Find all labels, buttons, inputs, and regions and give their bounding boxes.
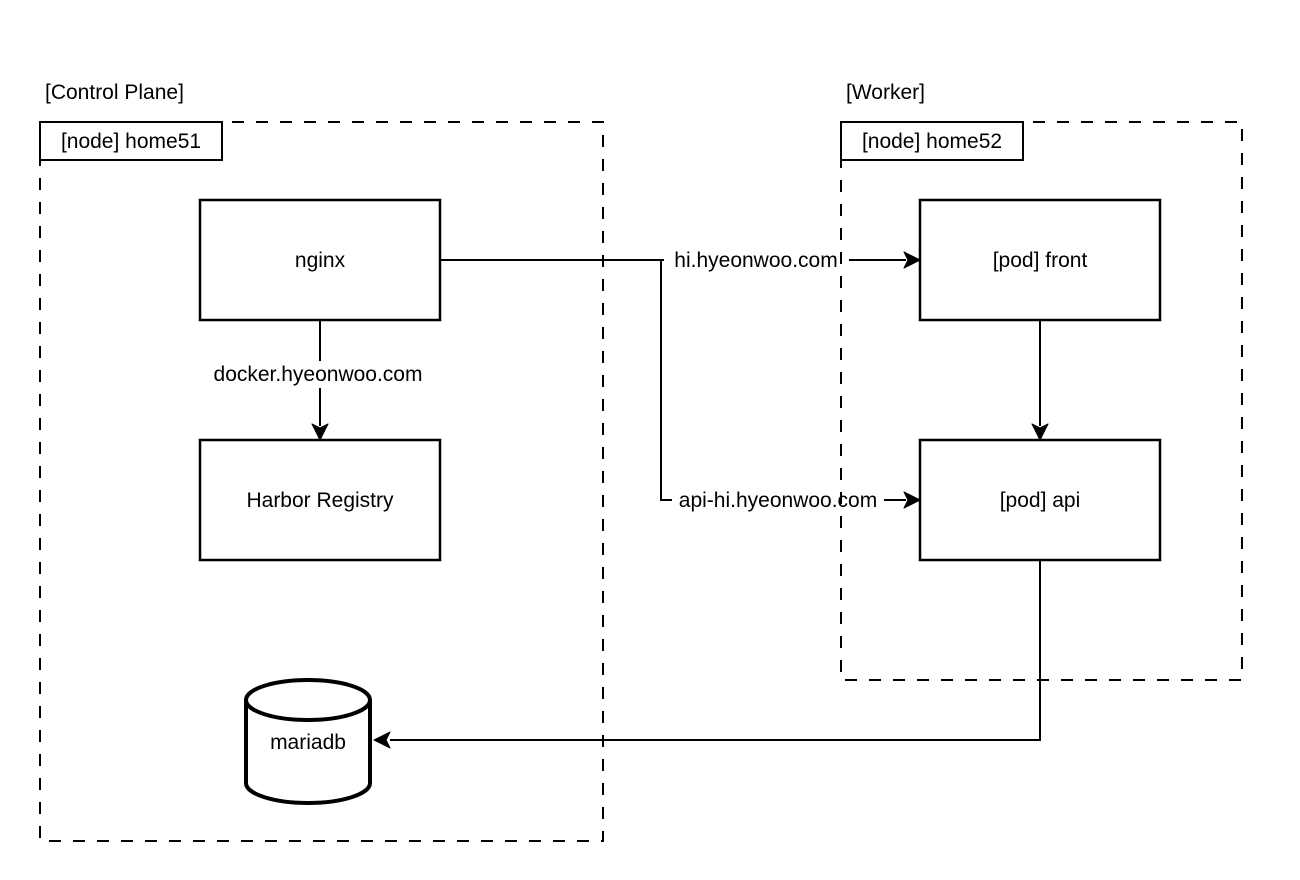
edge-api-to-mariadb <box>390 560 1041 741</box>
pod-api-node: [pod] api <box>918 438 1162 562</box>
node-home51-label: [node] home51 <box>61 130 201 153</box>
node-home52: [node] home52 <box>840 121 1024 161</box>
pod-front-box <box>918 198 1162 322</box>
arrowhead-nginx-to-front <box>903 251 921 269</box>
pod-front-label: [pod] front <box>993 249 1088 272</box>
edge-label-hi-hyeonwoo: hi.hyeonwoo.com <box>674 249 837 272</box>
edge-label-bg-docker <box>210 361 428 388</box>
nginx-box <box>198 198 442 322</box>
mariadb-database: mariadb <box>244 678 372 805</box>
node-home51: [node] home51 <box>39 121 223 161</box>
arrowhead-nginx-to-harbor <box>311 423 329 441</box>
edge-label-docker-hyeonwoo: docker.hyeonwoo.com <box>214 363 423 386</box>
harbor-registry-node: Harbor Registry <box>198 438 442 562</box>
edge-label-api-hi-hyeonwoo: api-hi.hyeonwoo.com <box>679 489 877 512</box>
edge-nginx-to-api <box>660 260 906 501</box>
arrowhead-nginx-to-api <box>903 491 921 509</box>
edge-label-bg-api-hi <box>672 487 884 514</box>
edge-label-bg-hi <box>664 247 849 274</box>
arrowhead-front-to-api <box>1031 423 1049 441</box>
worker-title: [Worker] <box>846 81 925 104</box>
worker-boundary <box>840 121 1243 681</box>
node-home51-box <box>39 121 223 161</box>
harbor-registry-label: Harbor Registry <box>246 489 394 512</box>
nginx-node: nginx <box>198 198 442 322</box>
mariadb-cylinder-body <box>244 700 372 805</box>
pod-api-label: [pod] api <box>1000 489 1081 512</box>
mariadb-label: mariadb <box>270 731 346 754</box>
pod-api-box <box>918 438 1162 562</box>
arrowhead-api-to-mariadb <box>373 731 391 749</box>
nginx-label: nginx <box>295 249 346 272</box>
control-plane-boundary <box>39 121 604 842</box>
mariadb-cylinder-top <box>244 678 372 722</box>
harbor-registry-box <box>198 438 442 562</box>
control-plane-title: [Control Plane] <box>45 81 184 104</box>
pod-front-node: [pod] front <box>918 198 1162 322</box>
node-home52-box <box>840 121 1024 161</box>
node-home52-label: [node] home52 <box>862 130 1002 153</box>
